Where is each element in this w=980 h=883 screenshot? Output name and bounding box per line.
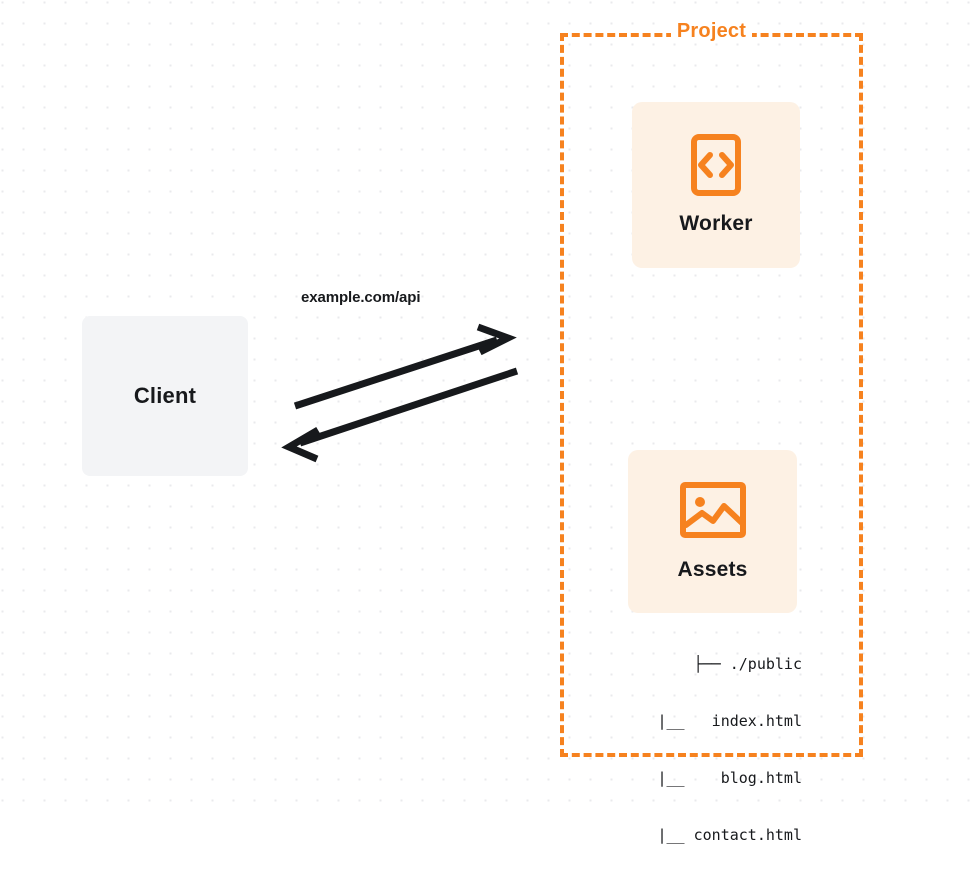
client-node[interactable]: Client [82,316,248,476]
image-picture-icon [679,481,746,538]
file-tree-row: |__ blog.html [657,769,803,787]
project-title-text: Project [670,20,753,42]
file-tree-row: ├── ./public [693,655,802,673]
response-arrow [281,367,519,463]
assets-card-label: Assets [677,557,748,581]
code-brackets-icon [691,134,741,196]
diagram-canvas: Client example.com/api Project Worker [0,0,980,844]
file-tree-row: |__ contact.html [657,826,803,844]
request-arrow [293,323,517,410]
file-tree-row: |__ index.html [657,712,803,730]
assets-card[interactable]: Assets [628,450,797,613]
connector-label: example.com/api [301,289,421,306]
worker-card[interactable]: Worker [632,102,800,268]
client-node-label: Client [133,383,197,408]
worker-card-label: Worker [679,212,753,235]
assets-file-tree: ├── ./public |__ index.html |__ blog.htm… [608,617,803,883]
project-title: Project [560,20,863,43]
